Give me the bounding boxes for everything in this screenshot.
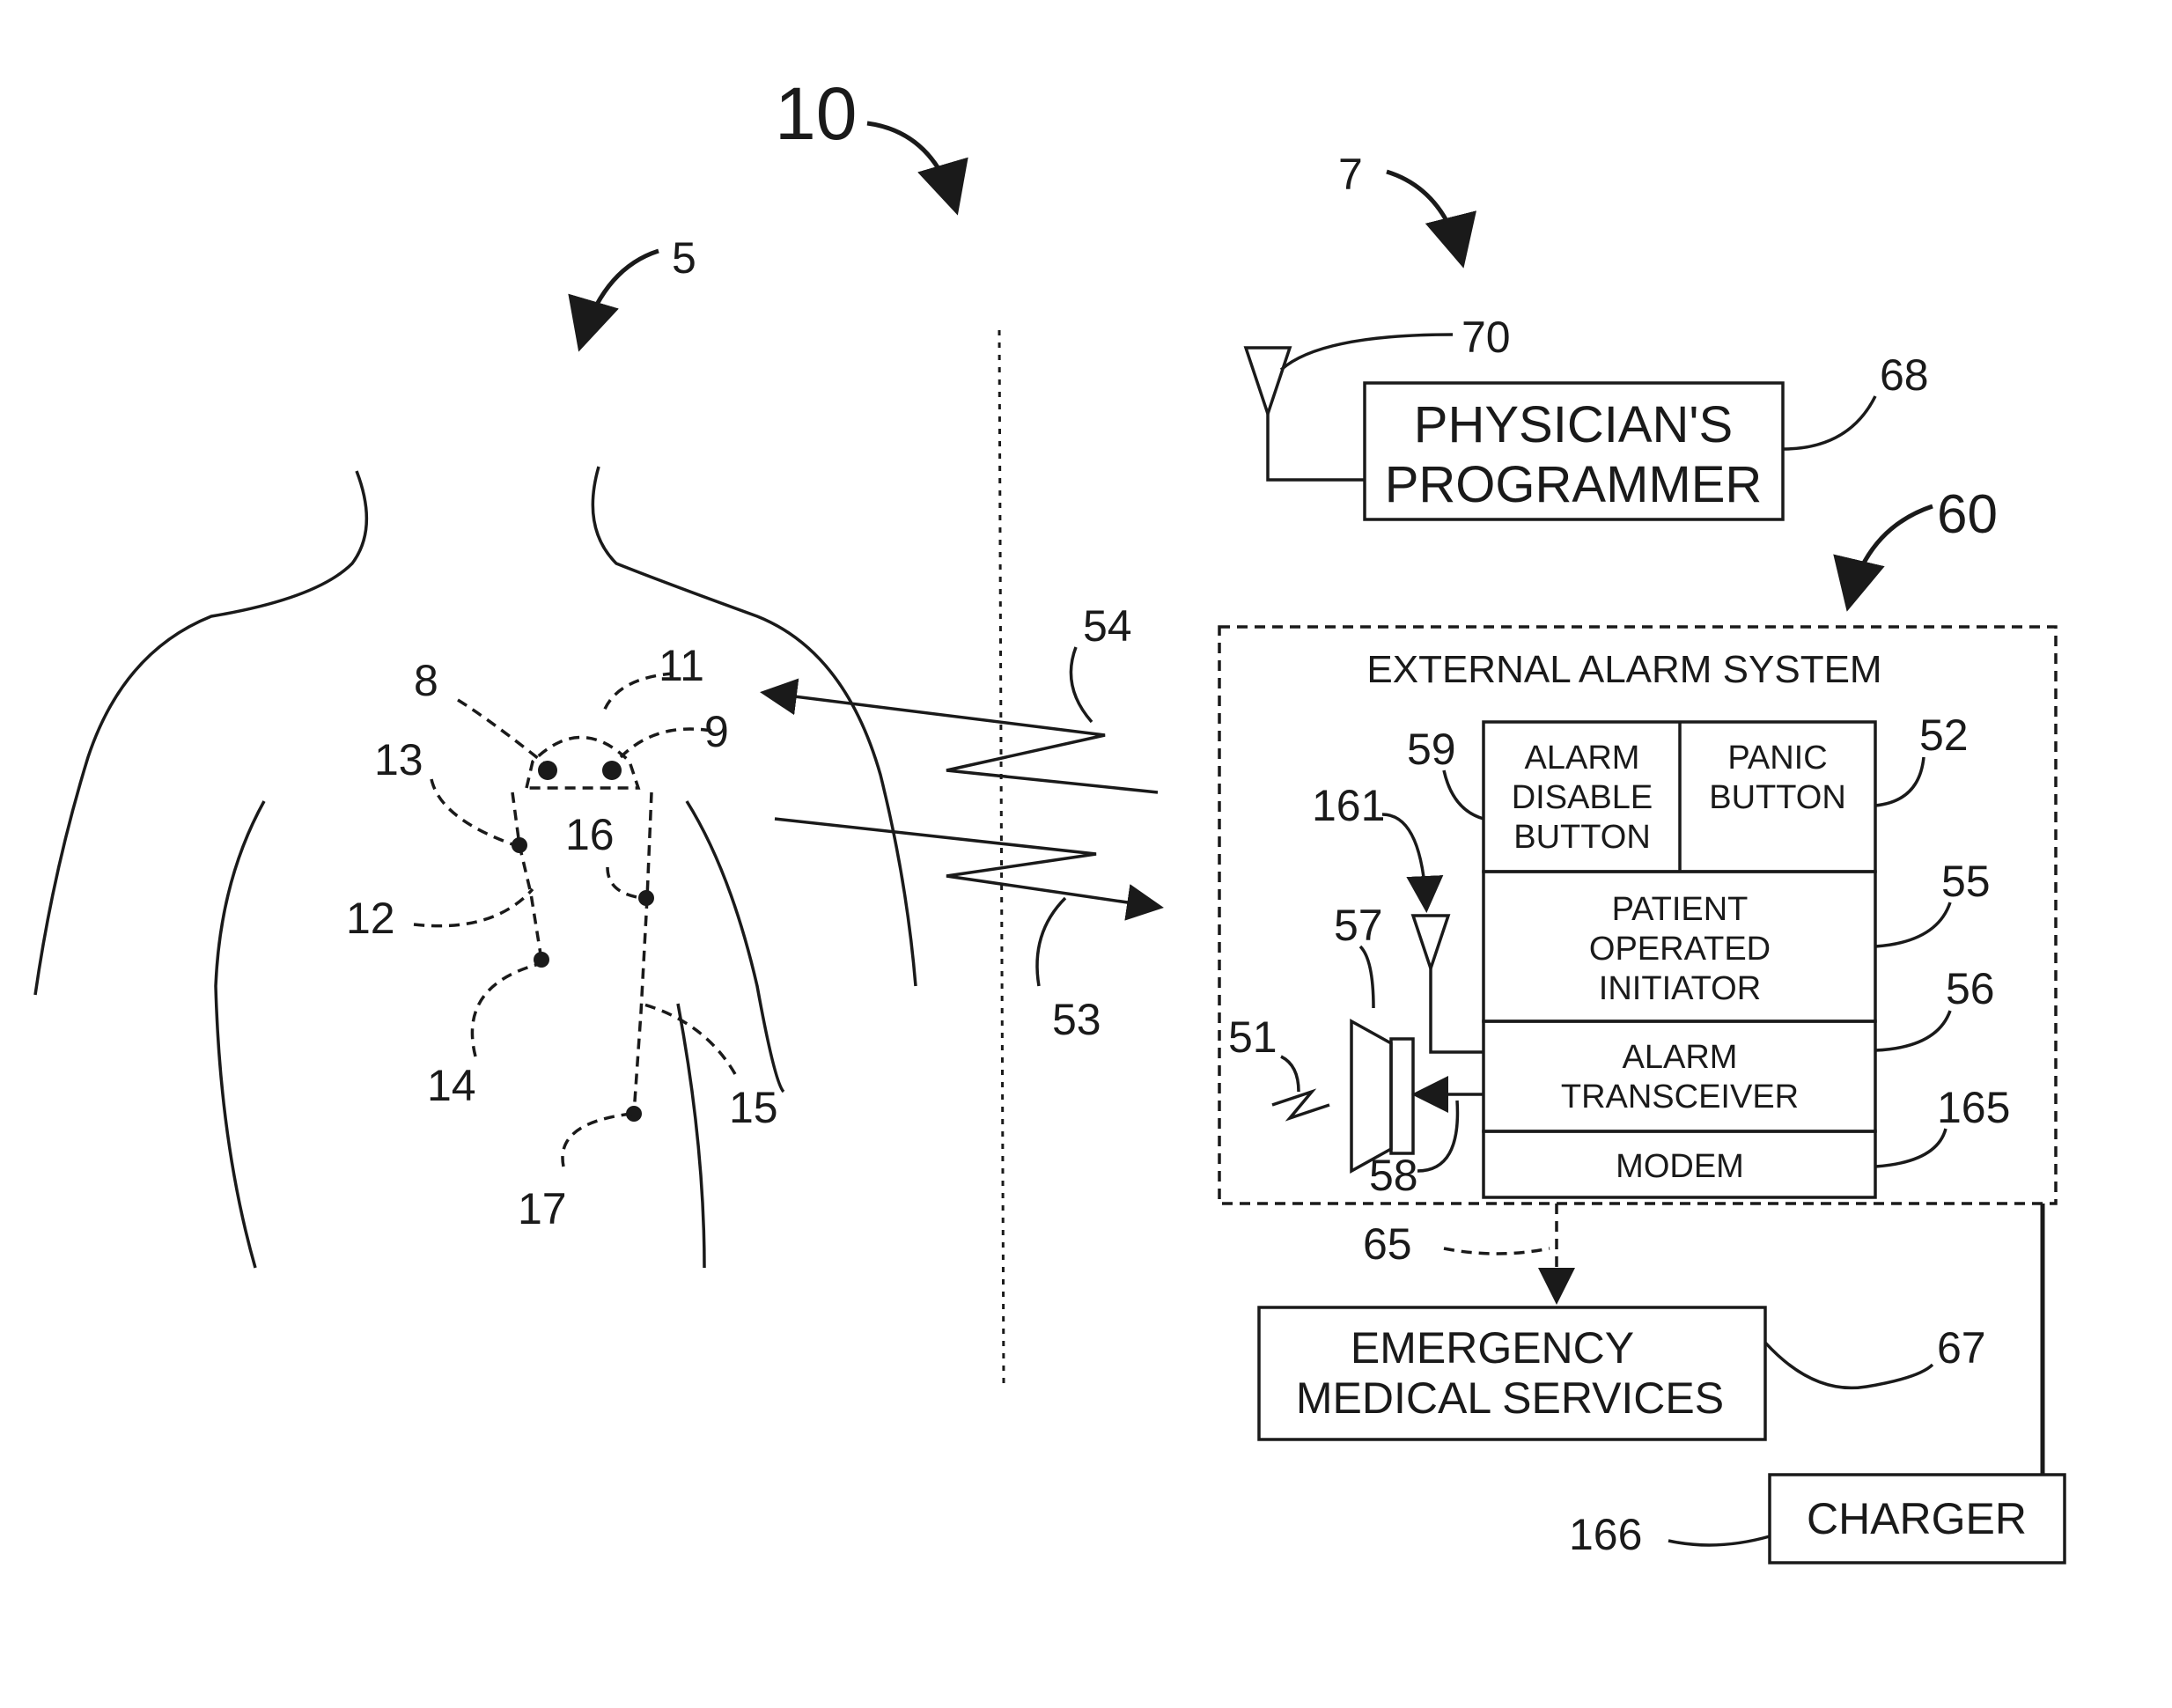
- ref-65-leader: [1444, 1248, 1550, 1254]
- ref-5-arrow: [581, 251, 659, 343]
- ref-17-label: 17: [518, 1184, 567, 1233]
- alarm-disable-line1: ALARM: [1525, 740, 1640, 777]
- ref-166-label: 166: [1569, 1510, 1642, 1559]
- ref-12-label: 12: [346, 894, 395, 943]
- sound-wave-icon: [1272, 1092, 1329, 1118]
- ref-67-leader: [1765, 1343, 1933, 1388]
- transceiver-line2: TRANSCEIVER: [1561, 1079, 1799, 1115]
- ref-52-leader: [1875, 757, 1924, 806]
- ref-8-label: 8: [414, 656, 438, 705]
- ref-16-label: 16: [565, 810, 615, 859]
- ref-60-arrow: [1849, 506, 1933, 603]
- panic-button-line1: PANIC: [1727, 740, 1827, 777]
- ref-161-leader: [1382, 814, 1426, 907]
- alarm-system-title: EXTERNAL ALARM SYSTEM: [1366, 648, 1881, 691]
- ref-53-label: 53: [1052, 995, 1101, 1044]
- ref-58-leader: [1417, 1101, 1457, 1171]
- speaker-icon: [1351, 1021, 1413, 1171]
- programmer-line1: PHYSICIAN'S: [1414, 396, 1733, 453]
- ref-11-label: 11: [659, 641, 704, 690]
- ref-7-label: 7: [1338, 150, 1363, 199]
- ref-13-label: 13: [374, 735, 423, 784]
- initiator-line3: INITIATOR: [1599, 970, 1761, 1007]
- ref-59-leader: [1444, 770, 1484, 819]
- ref-15-label: 15: [729, 1083, 778, 1132]
- ref-166-leader: [1668, 1536, 1770, 1545]
- ref-55-leader: [1875, 902, 1950, 946]
- ref-51-leader: [1281, 1056, 1299, 1092]
- alarm-disable-line3: BUTTON: [1513, 819, 1651, 856]
- initiator-line1: PATIENT: [1612, 891, 1749, 928]
- ref-55-label: 55: [1941, 857, 1991, 906]
- telemetry-downlink: [775, 819, 1158, 907]
- ref-56-leader: [1875, 1011, 1950, 1050]
- ref-70-leader: [1281, 335, 1453, 370]
- ref-9-label: 9: [704, 707, 729, 756]
- ref-165-label: 165: [1937, 1083, 2010, 1132]
- ref-161-label: 161: [1312, 781, 1385, 830]
- ref-54-label: 54: [1083, 601, 1132, 651]
- initiator-line2: OPERATED: [1589, 931, 1771, 968]
- ref-57-leader: [1360, 946, 1373, 1008]
- transceiver-line1: ALARM: [1623, 1039, 1738, 1076]
- ref-10-arrow: [867, 123, 955, 207]
- ref-67-label: 67: [1937, 1323, 1986, 1373]
- telemetry-uplink: [766, 693, 1158, 792]
- ref-165-leader: [1875, 1129, 1946, 1167]
- torso-outline: [35, 467, 916, 1268]
- ref-59-label: 59: [1407, 725, 1456, 774]
- panic-button-line2: BUTTON: [1709, 779, 1846, 816]
- ref-51-label: 51: [1228, 1012, 1277, 1062]
- programmer-antenna: [1246, 348, 1365, 480]
- ref-68-leader: [1783, 396, 1875, 449]
- ref-14-label: 14: [427, 1061, 476, 1110]
- ref-52-label: 52: [1919, 710, 1969, 760]
- ref-56-label: 56: [1946, 964, 1995, 1013]
- ref-68-label: 68: [1880, 350, 1929, 400]
- ref-58-label: 58: [1369, 1151, 1418, 1200]
- modem-label: MODEM: [1616, 1148, 1744, 1185]
- ref-7-arrow: [1387, 172, 1461, 260]
- ref-5-label: 5: [672, 233, 696, 283]
- alarm-disable-line2: DISABLE: [1512, 779, 1653, 816]
- charger-label: CHARGER: [1807, 1494, 2027, 1543]
- ref-53-leader: [1037, 898, 1065, 986]
- ref-10-label: 10: [775, 72, 857, 155]
- ref-65-label: 65: [1363, 1219, 1412, 1269]
- ems-line2: MEDICAL SERVICES: [1296, 1373, 1724, 1423]
- programmer-line2: PROGRAMMER: [1385, 456, 1763, 513]
- ref-70-label: 70: [1461, 313, 1511, 362]
- ref-60-label: 60: [1937, 484, 1998, 545]
- ref-54-leader: [1071, 647, 1092, 722]
- ems-line1: EMERGENCY: [1351, 1323, 1634, 1373]
- body-boundary-line: [999, 330, 1004, 1387]
- alarm-antenna: [1413, 916, 1484, 1052]
- ref-57-label: 57: [1334, 901, 1383, 950]
